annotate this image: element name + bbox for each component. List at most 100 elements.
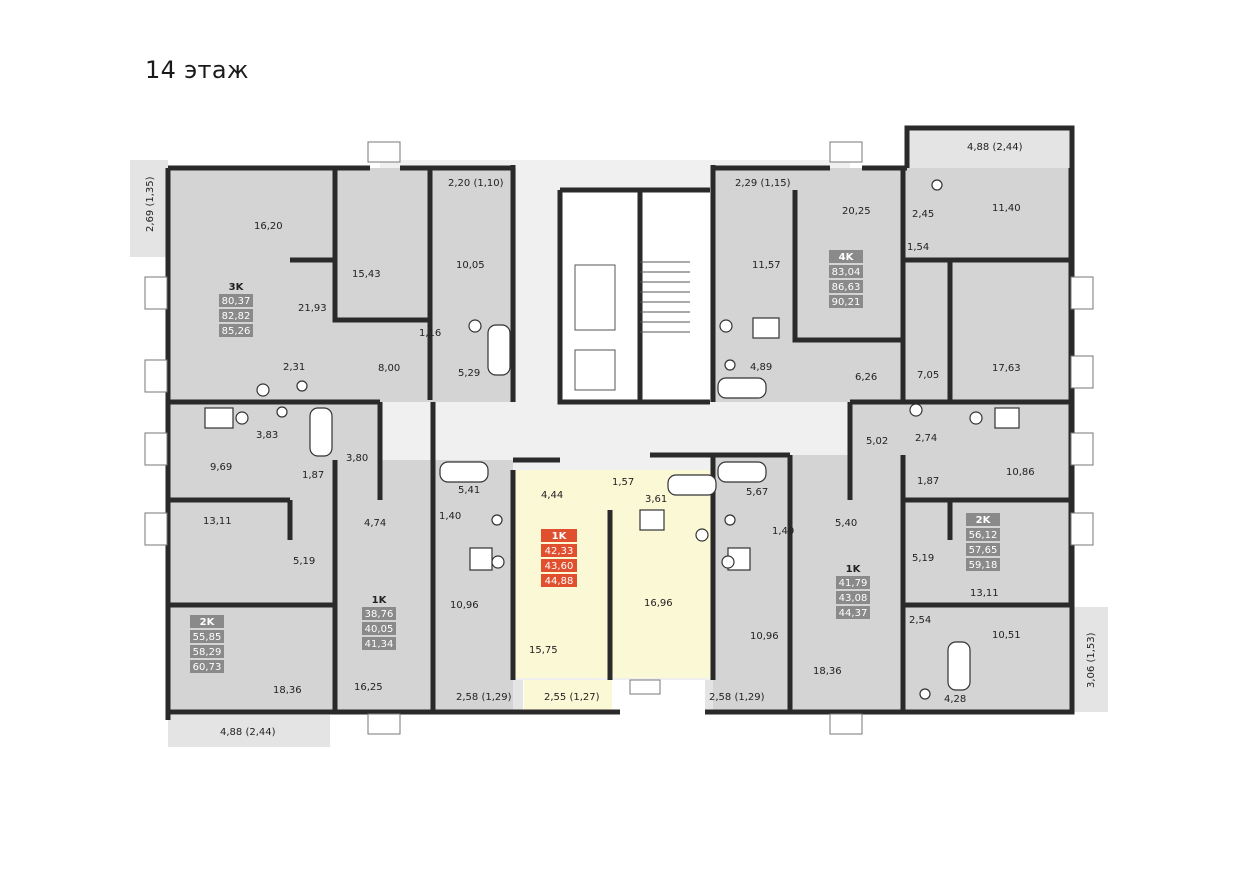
balcony-left-top	[130, 160, 168, 257]
apt-type[interactable]: 2K	[976, 515, 992, 526]
apt-area[interactable]: 83,04	[832, 267, 861, 278]
balcony-right-bottom	[1072, 607, 1108, 712]
room-area-label: 13,11	[970, 588, 999, 599]
room-area-label: 15,43	[352, 269, 381, 280]
toilet-icon	[724, 514, 736, 526]
room-area-label: 10,86	[1006, 467, 1035, 478]
room-area-label: 1,16	[419, 328, 441, 339]
stove-icon	[639, 509, 665, 531]
apartment-badge[interactable]: 1K 41,79 43,08 44,37	[836, 564, 870, 619]
room-area-label: 1,87	[302, 470, 324, 481]
apt-area[interactable]: 42,33	[545, 546, 574, 557]
bathtub-icon	[309, 407, 333, 457]
room-area-label: 10,51	[992, 630, 1021, 641]
room-area-label: 21,93	[298, 303, 327, 314]
toilet-icon	[724, 359, 736, 371]
apt-area[interactable]: 58,29	[193, 647, 222, 658]
apartment-badge[interactable]: 2K 56,12 57,65 59,18	[966, 513, 1000, 571]
sink-icon	[719, 319, 733, 333]
apt-area[interactable]: 41,34	[365, 639, 394, 650]
sink-icon	[468, 319, 482, 333]
stove-icon	[752, 317, 780, 339]
apt-1k-left-fill[interactable]	[335, 460, 513, 712]
room-area-label: 16,96	[644, 598, 673, 609]
bathtub-icon	[667, 474, 717, 496]
room-area-label: 2,31	[283, 362, 305, 373]
sink-icon	[909, 403, 923, 417]
room-area-label: 5,19	[912, 553, 934, 564]
apt-area[interactable]: 43,60	[545, 561, 574, 572]
apartment-badge-selected[interactable]: 1K 42,33 43,60 44,88	[541, 529, 577, 587]
apt-type[interactable]: 3K	[229, 282, 245, 293]
apt-area[interactable]: 90,21	[832, 297, 861, 308]
balcony-labels: 2,69 (1,35) 2,20 (1,10) 2,29 (1,15) 4,88…	[145, 142, 1097, 738]
balcony-area-label: 2,55 (1,27)	[544, 692, 600, 703]
room-area-label: 9,69	[210, 462, 232, 473]
room-area-label: 13,11	[203, 516, 232, 527]
apartment-badges[interactable]: 3K 80,37 82,82 85,26 4K 83,04 86,63 90,2…	[190, 250, 1000, 673]
room-area-label: 20,25	[842, 206, 871, 217]
apt-area[interactable]: 59,18	[969, 560, 998, 571]
apt-area[interactable]: 43,08	[839, 593, 868, 604]
apt-type[interactable]: 1K	[552, 531, 568, 542]
apt-area[interactable]: 41,79	[839, 578, 868, 589]
room-area-label: 18,36	[813, 666, 842, 677]
apt-area[interactable]: 44,88	[545, 576, 574, 587]
apt-type[interactable]: 2K	[200, 617, 216, 628]
sink-icon	[235, 411, 249, 425]
balcony-area-label: 2,69 (1,35)	[145, 176, 156, 232]
apt-type[interactable]: 4K	[839, 252, 855, 263]
room-area-label: 2,74	[915, 433, 937, 444]
room-labels: 16,20 15,43 10,05 21,93 1,16 8,00 2,31 5…	[203, 203, 1035, 705]
apt-area[interactable]: 55,85	[193, 632, 222, 643]
sink-icon	[491, 555, 505, 569]
room-area-label: 10,96	[450, 600, 479, 611]
apt-area[interactable]: 38,76	[365, 609, 394, 620]
balcony-top-far-right	[907, 128, 1072, 168]
room-area-label: 16,20	[254, 221, 283, 232]
apt-area[interactable]: 57,65	[969, 545, 998, 556]
balcony-area-label: 2,29 (1,15)	[735, 178, 791, 189]
bathtub-icon	[487, 324, 511, 376]
apt-area[interactable]: 56,12	[969, 530, 998, 541]
apt-area[interactable]: 80,37	[222, 296, 251, 307]
apt-area[interactable]: 85,26	[222, 326, 251, 337]
room-area-label: 16,25	[354, 682, 383, 693]
walls	[165, 125, 1075, 720]
stair-core	[560, 190, 710, 402]
balcony-bottom-selected	[524, 680, 612, 714]
room-area-label: 5,29	[458, 368, 480, 379]
apartment-badge[interactable]: 3K 80,37 82,82 85,26	[219, 282, 253, 337]
bathtub-icon	[717, 377, 767, 399]
apt-type[interactable]: 1K	[372, 595, 388, 606]
apartment-badge[interactable]: 2K 55,85 58,29 60,73	[190, 615, 224, 673]
room-area-label: 4,28	[944, 694, 966, 705]
toilet-icon	[491, 514, 503, 526]
stove-icon	[469, 547, 493, 571]
apt-area[interactable]: 82,82	[222, 311, 251, 322]
apartment-badge[interactable]: 1K 38,76 40,05 41,34	[362, 595, 396, 650]
apt-4k-fill[interactable]	[713, 168, 1071, 402]
toilet-icon	[931, 179, 943, 191]
apt-area[interactable]: 40,05	[365, 624, 394, 635]
apt-3k-fill[interactable]	[168, 168, 516, 402]
balcony-area-label: 4,88 (2,44)	[967, 142, 1023, 153]
room-area-label: 1,40	[772, 526, 794, 537]
room-fills	[130, 128, 1108, 747]
room-area-label: 5,02	[866, 436, 888, 447]
apt-area[interactable]: 60,73	[193, 662, 222, 673]
stove-icon	[994, 407, 1020, 429]
apt-area[interactable]: 44,37	[839, 608, 868, 619]
room-area-label: 17,63	[992, 363, 1021, 374]
room-area-label: 1,57	[612, 477, 634, 488]
room-area-label: 18,36	[273, 685, 302, 696]
room-area-label: 4,89	[750, 362, 772, 373]
apartment-badge[interactable]: 4K 83,04 86,63 90,21	[829, 250, 863, 308]
bathtub-icon	[947, 641, 971, 691]
sink-icon	[969, 411, 983, 425]
toilet-icon	[276, 406, 288, 418]
apt-type[interactable]: 1K	[846, 564, 862, 575]
room-area-label: 10,05	[456, 260, 485, 271]
bathtub-icon	[717, 461, 767, 483]
apt-area[interactable]: 86,63	[832, 282, 861, 293]
